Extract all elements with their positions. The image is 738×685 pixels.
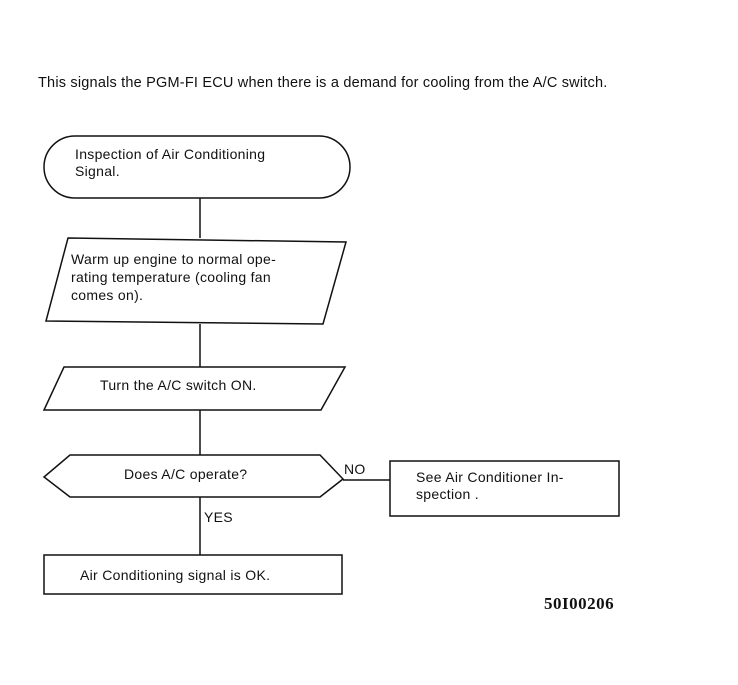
- no-action-box: [389, 460, 620, 517]
- decision-label: Does A/C operate?: [124, 466, 248, 482]
- result-label: Air Conditioning signal is OK.: [80, 567, 271, 583]
- result-box: [43, 554, 343, 595]
- no-branch-label: NO: [344, 461, 366, 477]
- no-action-label: See Air Conditioner In- spection .: [416, 469, 564, 502]
- start-terminator: [43, 135, 351, 199]
- warmup-step-shape: [45, 237, 347, 325]
- intro-text: This signals the PGM-FI ECU when there i…: [38, 75, 608, 91]
- decision-shape: [42, 454, 345, 498]
- warmup-label: Warm up engine to normal ope- rating tem…: [71, 251, 277, 303]
- switch-on-step-shape: [42, 366, 347, 411]
- figure-id: 50I00206: [544, 594, 615, 613]
- start-label: Inspection of Air Conditioning Signal.: [75, 146, 266, 179]
- yes-branch-label: YES: [204, 509, 233, 525]
- switch-on-label: Turn the A/C switch ON.: [100, 377, 257, 393]
